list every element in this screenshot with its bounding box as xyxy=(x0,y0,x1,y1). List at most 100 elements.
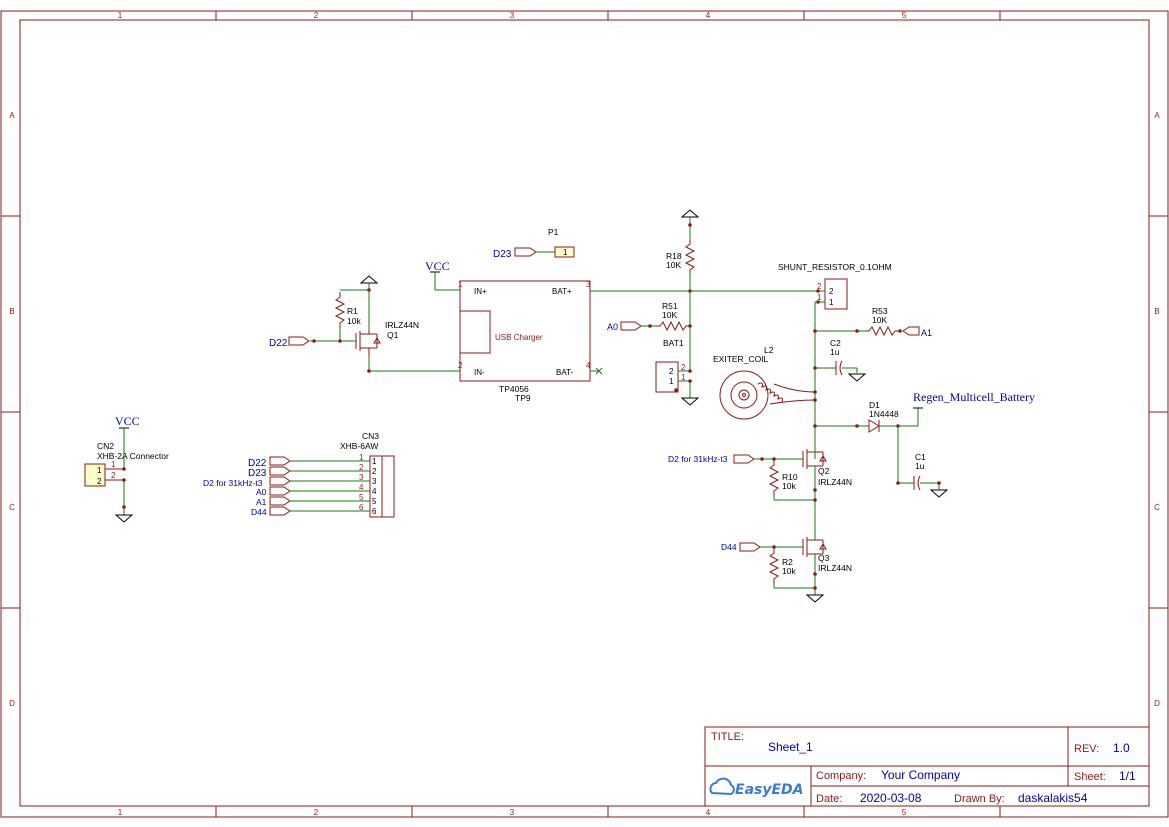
svg-text:TP4056: TP4056 xyxy=(499,384,529,394)
svg-text:Company:: Company: xyxy=(816,770,866,782)
net-a1: A1 xyxy=(256,497,267,507)
cn2-connector[interactable]: 1 2 12 CN2 XHB-2A Connector xyxy=(84,441,169,487)
bat1-connector[interactable]: 2 1 21 xyxy=(655,361,686,393)
ground-icon xyxy=(680,397,700,406)
svg-text:1: 1 xyxy=(458,280,463,289)
svg-text:1u: 1u xyxy=(915,461,925,471)
svg-text:C: C xyxy=(9,503,15,512)
svg-text:1/1: 1/1 xyxy=(1119,769,1136,783)
a1-net-flag xyxy=(902,326,920,336)
net-d23: D23 xyxy=(248,468,267,479)
svg-text:C: C xyxy=(1154,503,1160,512)
svg-text:Drawn By:: Drawn By: xyxy=(954,793,1005,805)
svg-text:Sheet_1: Sheet_1 xyxy=(768,740,813,754)
svg-text:2: 2 xyxy=(669,367,674,376)
svg-text:1: 1 xyxy=(563,248,568,257)
svg-text:IN-: IN- xyxy=(474,368,485,377)
r51-resistor[interactable] xyxy=(656,320,690,332)
r2-resistor[interactable] xyxy=(768,547,780,584)
cn2-ref: CN2 xyxy=(97,441,114,451)
svg-text:B: B xyxy=(1154,307,1159,316)
svg-text:D: D xyxy=(1154,699,1160,708)
a0-net-flag xyxy=(620,321,642,331)
q1-mosfet[interactable] xyxy=(355,330,381,356)
svg-text:Q3: Q3 xyxy=(818,553,830,563)
c1-capacitor[interactable] xyxy=(913,475,921,491)
svg-text:Q2: Q2 xyxy=(818,466,830,476)
svg-text:BAT+: BAT+ xyxy=(552,287,572,296)
easyeda-logo: EasyEDA xyxy=(735,782,804,798)
q2-mosfet[interactable] xyxy=(802,449,827,469)
svg-text:2: 2 xyxy=(314,11,319,20)
r53-resistor[interactable] xyxy=(866,325,900,337)
svg-text:Date:: Date: xyxy=(816,793,842,805)
svg-text:R1: R1 xyxy=(347,306,358,316)
svg-text:EXITER_COIL: EXITER_COIL xyxy=(713,354,769,364)
svg-text:A1: A1 xyxy=(921,328,932,338)
d1-diode[interactable] xyxy=(868,419,880,433)
tp4056-module[interactable]: USB Charger IN+ IN- BAT+ BAT- 1 2 3 4 xyxy=(458,280,591,382)
svg-text:B: B xyxy=(9,307,14,316)
svg-text:3: 3 xyxy=(359,473,364,482)
svg-text:10k: 10k xyxy=(782,481,796,491)
svg-text:BAT1: BAT1 xyxy=(663,338,684,348)
svg-text:IRLZ44N: IRLZ44N xyxy=(818,563,852,573)
svg-text:2: 2 xyxy=(681,363,686,372)
shunt-resistor[interactable]: 2 1 21 xyxy=(817,278,848,310)
svg-text:CN3: CN3 xyxy=(362,431,379,441)
cn3-wires xyxy=(290,460,370,512)
svg-text:2: 2 xyxy=(829,287,834,296)
svg-text:daskalakis54: daskalakis54 xyxy=(1018,791,1088,805)
svg-text:2020-03-08: 2020-03-08 xyxy=(860,791,922,805)
svg-text:D23: D23 xyxy=(493,249,512,260)
ground-icon xyxy=(114,514,134,523)
net-d22: D22 xyxy=(248,458,267,469)
svg-text:IRLZ44N: IRLZ44N xyxy=(818,477,852,487)
svg-text:1: 1 xyxy=(118,11,123,20)
cn3-net-flags xyxy=(269,456,291,516)
q3-mosfet[interactable] xyxy=(802,537,827,557)
svg-text:Q1: Q1 xyxy=(387,330,399,340)
svg-text:BAT-: BAT- xyxy=(556,368,574,377)
regen-battery-label: Regen_Multicell_Battery xyxy=(913,390,1035,404)
vcc-mid-symbol: VCC xyxy=(425,259,460,291)
svg-text:3: 3 xyxy=(510,11,515,20)
svg-text:3: 3 xyxy=(586,280,591,289)
svg-text:2: 2 xyxy=(372,467,377,476)
ground-icon xyxy=(847,373,867,382)
r10-resistor[interactable] xyxy=(768,459,780,496)
svg-text:10K: 10K xyxy=(872,315,887,325)
svg-text:2: 2 xyxy=(817,282,822,291)
svg-text:D2 for 31kHz-t3: D2 for 31kHz-t3 xyxy=(668,454,728,464)
svg-text:3: 3 xyxy=(372,477,377,486)
svg-text:4: 4 xyxy=(706,11,711,20)
svg-text:R10: R10 xyxy=(782,472,798,482)
net-a0: A0 xyxy=(256,487,267,497)
svg-text:R18: R18 xyxy=(666,251,682,261)
svg-text:5: 5 xyxy=(902,11,907,20)
cn3-connector[interactable]: CN3 XHB-6AW 1 2 3 4 5 6 12 34 56 xyxy=(340,431,395,518)
svg-text:2: 2 xyxy=(314,808,319,817)
svg-text:D22: D22 xyxy=(269,338,288,349)
svg-text:IRLZ44N: IRLZ44N xyxy=(385,320,419,330)
svg-text:1: 1 xyxy=(681,373,686,382)
svg-text:D: D xyxy=(9,699,15,708)
svg-text:2: 2 xyxy=(97,477,102,486)
svg-text:2: 2 xyxy=(359,463,364,472)
l2-exciter-coil[interactable] xyxy=(719,370,816,420)
p1-test-point[interactable]: P1 1 xyxy=(514,227,575,258)
frame-column-labels-top: 1 2 3 4 5 xyxy=(118,11,907,20)
r1-resistor[interactable] xyxy=(334,292,346,328)
svg-text:R51: R51 xyxy=(662,301,678,311)
svg-text:3: 3 xyxy=(510,808,515,817)
frame-row-labels-left: A B C D xyxy=(9,111,15,708)
svg-text:5: 5 xyxy=(359,493,364,502)
ground-icon xyxy=(805,594,825,603)
svg-text:R53: R53 xyxy=(872,306,888,316)
svg-text:TITLE:: TITLE: xyxy=(711,731,744,743)
svg-text:1: 1 xyxy=(118,808,123,817)
c2-capacitor[interactable] xyxy=(835,360,843,376)
r18-resistor[interactable] xyxy=(684,240,696,274)
frame-column-ticks xyxy=(1,11,1168,817)
